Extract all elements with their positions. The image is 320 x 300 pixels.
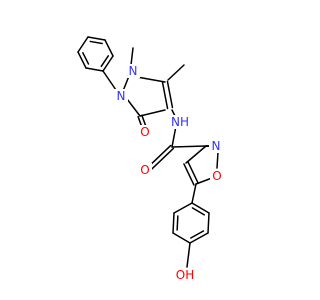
bond (150, 147, 175, 171)
bond (130, 47, 134, 66)
bond (166, 80, 174, 109)
atom-oh-phenol: OH (176, 268, 194, 282)
bond (82, 52, 90, 65)
bond (161, 81, 169, 110)
bond (183, 163, 195, 186)
bond (195, 177, 213, 185)
bond (187, 161, 199, 184)
atom-nh-amide: NH (171, 115, 189, 129)
bond (102, 70, 117, 91)
bond (100, 55, 110, 68)
bond (87, 36, 106, 41)
atom-n-methyl: N (129, 64, 138, 78)
bond (172, 232, 191, 244)
bond (141, 114, 147, 128)
bond (77, 51, 87, 69)
atom-o-isoxazole: O (212, 169, 221, 183)
bond (102, 55, 114, 72)
bond (139, 109, 166, 117)
bond-lines (77, 36, 219, 268)
bond (191, 183, 197, 204)
atom-labels: N N O NH O N O OH (114, 64, 224, 282)
bond (171, 145, 207, 148)
atom-o-pyrazolone: O (140, 125, 149, 139)
bond (185, 145, 207, 164)
bond (176, 215, 179, 231)
bond (89, 40, 103, 45)
bond (189, 232, 209, 244)
bond (190, 230, 205, 239)
atom-n-isoxazole: N (212, 139, 221, 153)
bond (104, 39, 114, 57)
bond (85, 67, 104, 72)
atom-o-amide: O (140, 163, 149, 177)
bond (136, 76, 166, 83)
bond (186, 242, 191, 268)
bond (173, 202, 193, 214)
bond (147, 144, 172, 168)
bond (167, 64, 185, 81)
atom-n-phenyl: N (117, 89, 126, 103)
bond (77, 36, 89, 53)
bond (172, 212, 175, 234)
bond (191, 207, 206, 216)
bond (207, 212, 210, 234)
bond (126, 98, 141, 117)
molecule-structure-diagram: N N O NH O N O OH (77, 36, 224, 282)
bond (216, 151, 219, 169)
bond (191, 202, 210, 214)
bond (171, 125, 177, 148)
